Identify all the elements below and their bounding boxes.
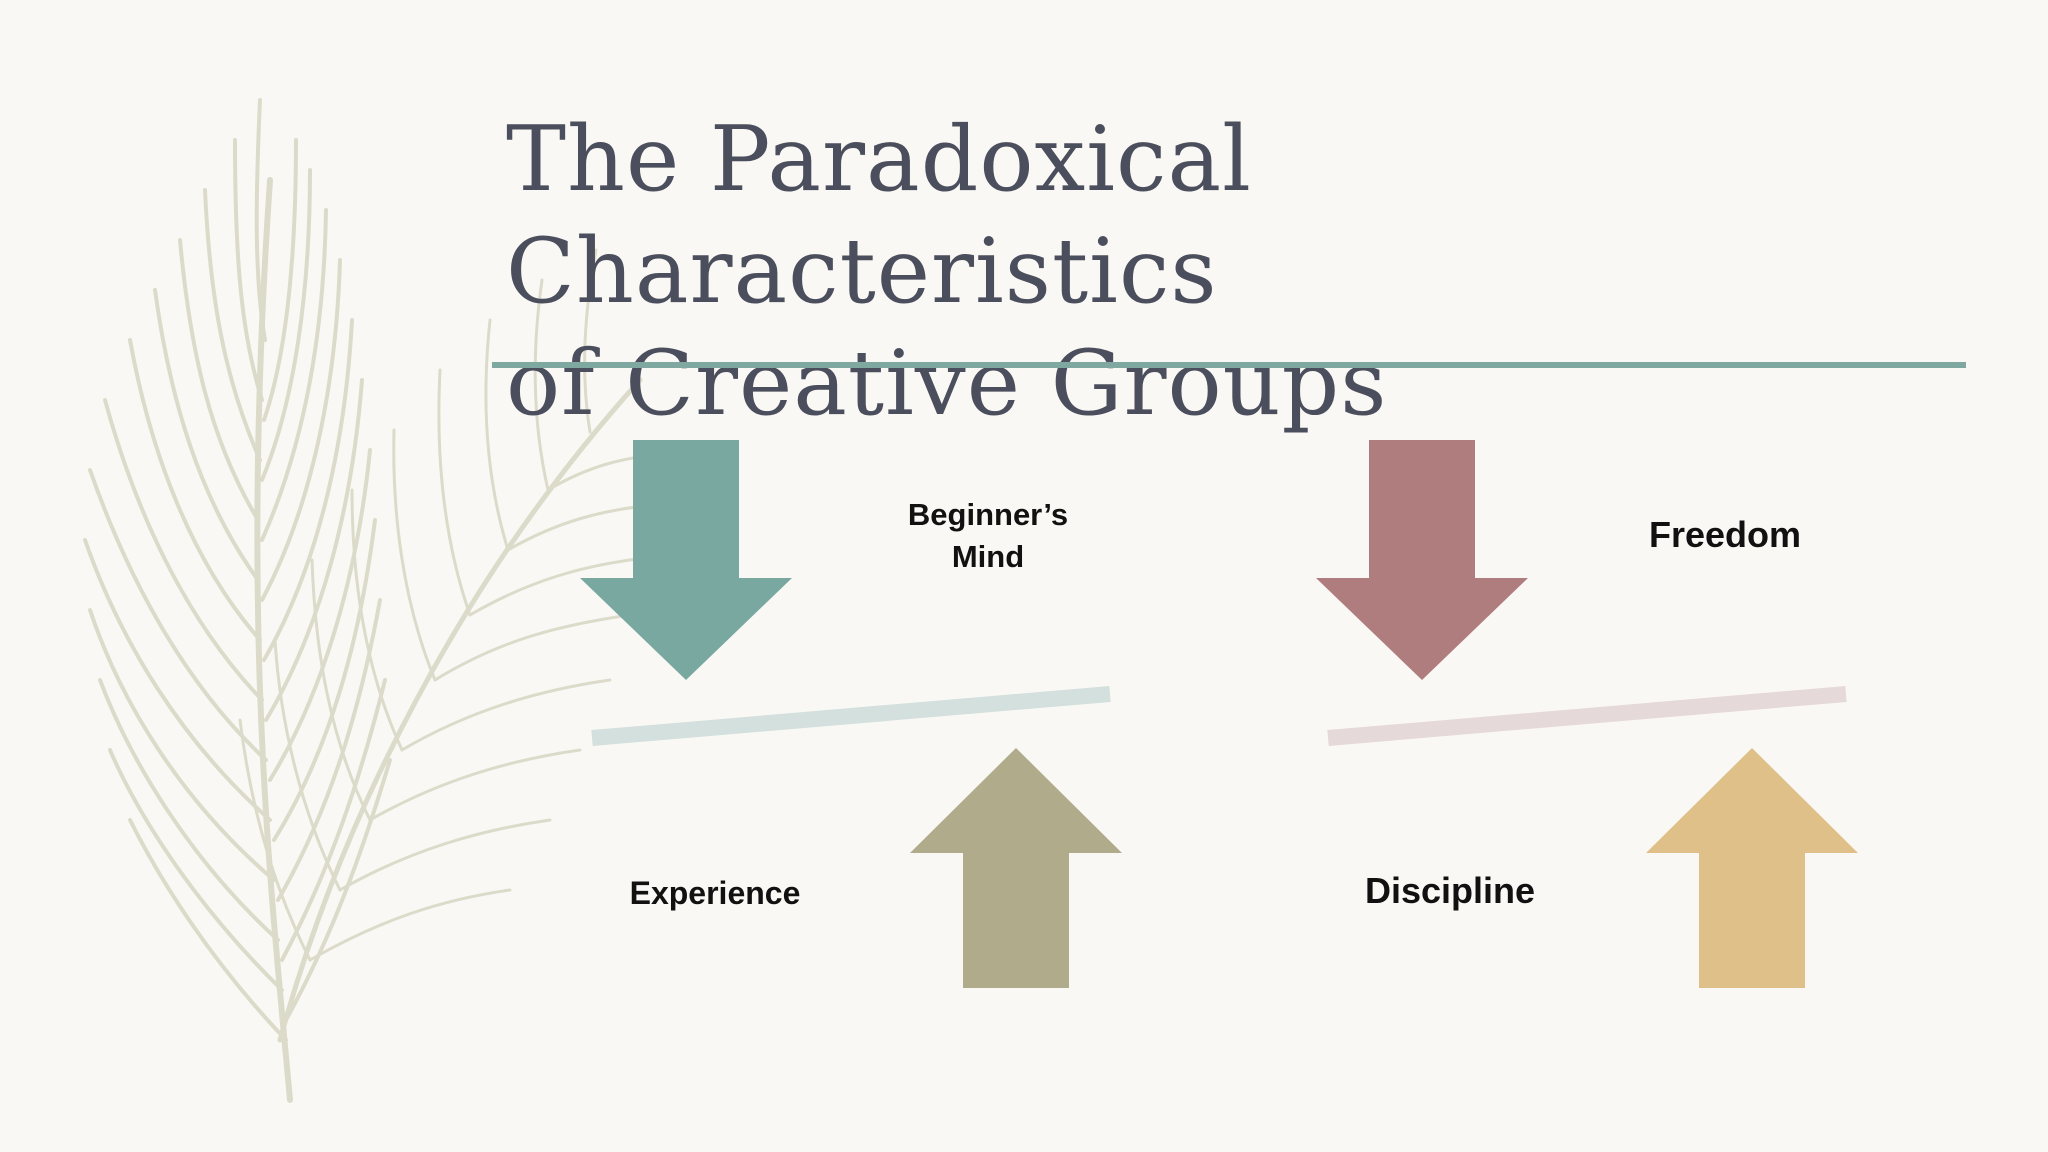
label-freedom: Freedom <box>1648 514 1802 555</box>
balance-bar <box>1327 686 1847 746</box>
down-arrow-icon <box>580 440 792 680</box>
up-arrow-icon <box>910 748 1122 988</box>
label-beginners-mind-line-1: Beginner’s <box>907 497 1069 532</box>
label-discipline: Discipline <box>1364 870 1536 911</box>
up-arrow-icon <box>1646 748 1858 988</box>
slide-title: The Paradoxical Characteristics of Creat… <box>506 104 1986 440</box>
feather-shaft-icon <box>254 177 293 1103</box>
title-divider <box>492 362 1966 368</box>
label-beginners-mind: Beginner’s Mind <box>860 494 1116 578</box>
feather-illustration <box>83 98 657 1103</box>
label-experience: Experience <box>629 875 801 911</box>
title-line-1: The Paradoxical Characteristics <box>506 107 1252 324</box>
balance-bar <box>591 686 1111 746</box>
down-arrow-icon <box>1316 440 1528 680</box>
label-beginners-mind-line-2: Mind <box>951 539 1025 574</box>
title-line-2: of Creative Groups <box>506 331 1388 436</box>
